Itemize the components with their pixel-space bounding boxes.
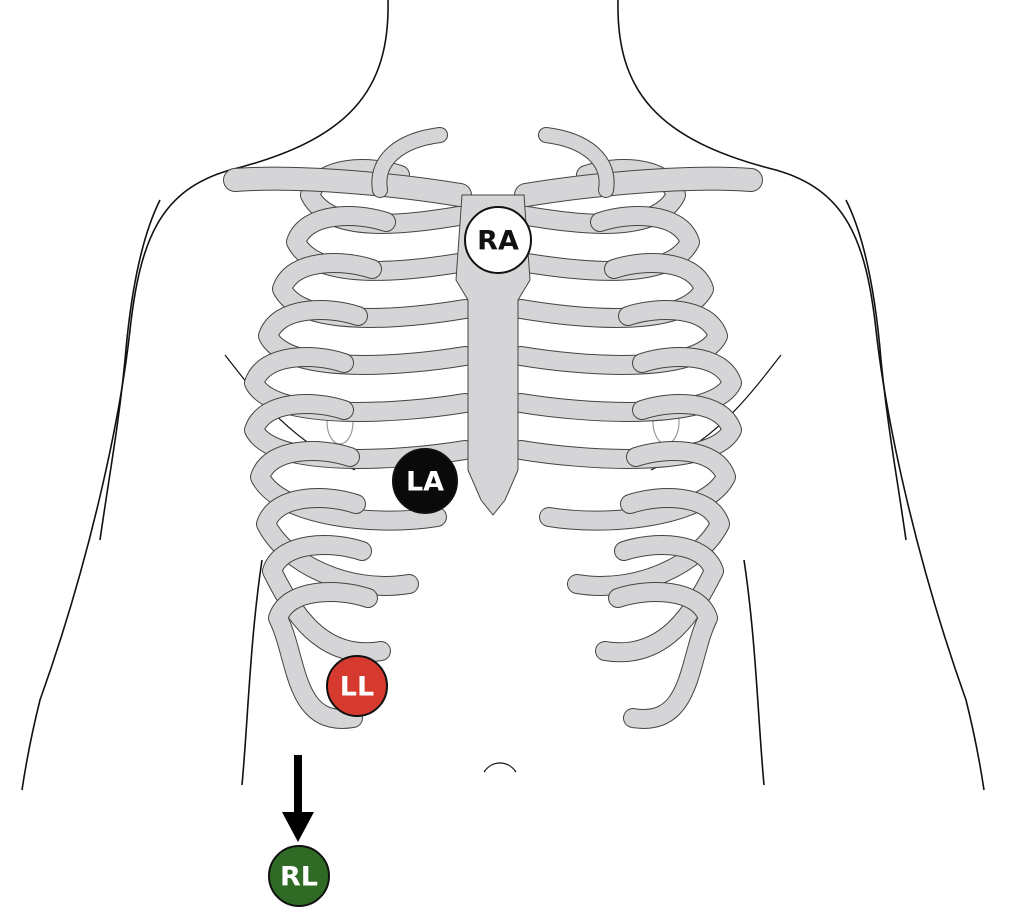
rib-left-5 [244,347,475,422]
sternum [455,194,531,516]
lead-arrow [282,755,314,842]
rib-left-4 [258,300,475,375]
electrode-label: LA [406,467,444,498]
rib-right-6 [511,394,742,469]
rib-left-7 [250,441,447,531]
electrode-marker [464,206,532,274]
rib-left-10 [268,582,378,729]
rib-right-2 [511,206,700,281]
rib-cage [223,127,763,729]
electrode-label: RA [477,226,519,257]
electrode-la: LA [392,448,458,514]
electrode-marker [268,845,330,907]
rib-left-2 [286,206,475,281]
inner-arm-outline [99,199,161,541]
neck-shoulder-arm-outline [21,0,389,791]
rib-right-4 [511,300,728,375]
rib-left-9 [262,535,391,663]
rib-left-1 [300,159,475,234]
electrode-ra: RA [464,206,532,274]
electrode-ll: LL [326,655,388,717]
scapula-edge-right [538,127,615,198]
navel [483,762,517,773]
rib-right-3 [511,253,714,328]
rib-right-7 [539,441,736,531]
clavicle-left [223,166,472,207]
rib-left-3 [272,253,475,328]
rib-right-8 [567,488,730,596]
electrode-label: RL [280,862,318,893]
electrode-label: LL [340,672,374,703]
electrode-rl: RL [268,845,330,907]
electrode-marker [392,448,458,514]
torso-side-outline [241,559,263,786]
electrode-marker [326,655,388,717]
rib-right-5 [511,347,742,422]
rib-right-10 [608,582,718,729]
scapula-edge-left [371,127,448,198]
rib-right-1 [511,159,686,234]
rib-left-8 [256,488,419,596]
rib-right-9 [595,535,724,663]
clavicle-right [514,166,763,207]
